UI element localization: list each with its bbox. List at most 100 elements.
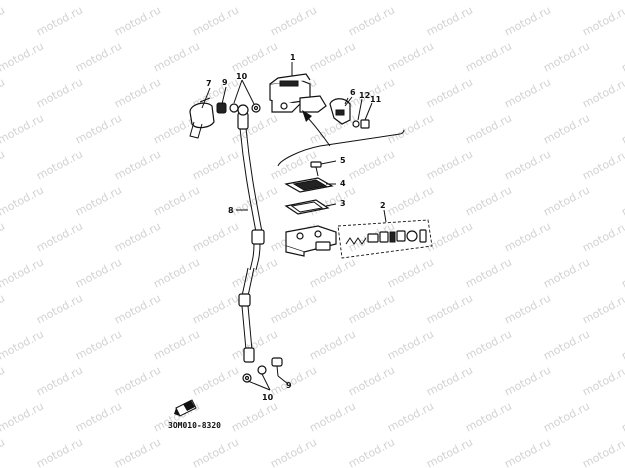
watermark-text: motod.ru [580,75,625,110]
watermark-text: motod.ru [424,219,475,254]
watermark-text: motod.ru [229,327,280,362]
watermark-text: motod.ru [0,399,46,434]
watermark-text: motod.ru [112,219,163,254]
watermark-text: motod.ru [424,147,475,182]
watermark-text: motod.ru [229,399,280,434]
watermark-text: motod.ru [112,435,163,468]
watermark-text: motod.ru [580,219,625,254]
watermark-text: motod.ru [346,435,397,468]
label-part-3: 3 [340,199,346,208]
watermark-text: motod.ru [34,147,85,182]
watermark-text: motod.ru [424,435,475,468]
watermark-text: motod.ru [580,291,625,326]
watermark-text: motod.ru [73,0,124,3]
watermark-text: motod.ru [268,435,319,468]
watermark-text: motod.ru [307,0,358,3]
watermark-text: motod.ru [385,399,436,434]
watermark-text: motod.ru [463,111,514,146]
fr-arrow-icon [174,399,197,417]
watermark-text: motod.ru [346,363,397,398]
part-5-screw [310,161,322,177]
watermark-text: motod.ru [0,111,46,146]
watermark-text: motod.ru [112,75,163,110]
watermark-text: motod.ru [346,147,397,182]
label-part-9-top: 9 [222,78,228,87]
watermark-text: motod.ru [307,255,358,290]
watermark-text: motod.ru [112,3,163,38]
watermark-text: motod.ru [190,363,241,398]
watermark-text: motod.ru [190,219,241,254]
watermark-text: motod.ru [424,3,475,38]
label-part-1: 1 [290,53,296,62]
watermark-text: motod.ru [73,183,124,218]
watermark-text: motod.ru [0,0,46,3]
part-labels: 1 7 9 10 6 12 11 5 4 3 2 8 9 10 [206,53,386,402]
watermark-text: motod.ru [580,147,625,182]
watermark-text: motod.ru [0,3,7,38]
label-part-8: 8 [228,206,234,215]
label-part-9-bottom: 9 [286,381,292,390]
watermark-text: motod.ru [541,183,592,218]
watermark-text: motod.ru [580,3,625,38]
watermark-text: motod.ru [151,327,202,362]
watermark-text: motod.ru [385,39,436,74]
watermark-text: motod.ru [151,255,202,290]
watermark-text: motod.ru [268,291,319,326]
watermark-text: motod.ru [0,219,7,254]
watermark-text: motod.ru [229,111,280,146]
part-7-fitting [189,97,215,139]
watermark-text: motod.ru [34,363,85,398]
part-2-kit-box [337,209,433,259]
label-part-5: 5 [340,156,346,165]
watermark-text: motod.ru [34,291,85,326]
watermark-text: motod.ru [619,327,625,362]
label-part-11: 11 [370,95,382,104]
watermark-text: motod.ru [190,147,241,182]
watermark-text: motod.ru [541,111,592,146]
watermark-text: motod.ru [541,327,592,362]
watermark-text: motod.ru [580,435,625,468]
part-1-master-cylinder [269,73,327,113]
watermark-text: motod.ru [307,327,358,362]
leader-lines [201,62,373,391]
watermark-text: motod.ru [0,435,7,468]
watermark-text: motod.ru [463,399,514,434]
top-banjo-fittings [216,102,261,114]
watermark-text: motod.ru [151,0,202,3]
watermark-text: motod.ru [619,0,625,3]
watermark-text: motod.ru [73,39,124,74]
watermark-text: motod.ru [385,111,436,146]
watermark-text: motod.ru [541,0,592,3]
label-part-7: 7 [206,79,212,88]
watermark-text: motod.ru [541,39,592,74]
watermark-text: motod.ru [0,147,7,182]
watermark-text: motod.ru [346,3,397,38]
watermark-text: motod.ru [619,399,625,434]
watermark-text: motod.ru [112,147,163,182]
label-part-10-top: 10 [236,72,248,81]
watermark-text: motod.ru [463,255,514,290]
watermark-text: motod.ru [385,0,436,3]
watermark-text: motod.ru [502,291,553,326]
watermark-text: motod.ru [0,255,46,290]
watermark-text: motod.ru [424,291,475,326]
watermark-text: motod.ru [112,363,163,398]
watermark-text: motod.ru [0,291,7,326]
watermark-text: motod.ru [73,255,124,290]
watermark-text: motod.ru [619,183,625,218]
part-3-diaphragm [284,199,330,215]
watermark-text: motod.ru [385,255,436,290]
watermark-text: motod.ru [541,255,592,290]
brake-hose [237,104,265,363]
label-part-12: 12 [359,91,370,100]
label-part-2: 2 [380,201,386,210]
watermark-text: motod.ru [0,327,46,362]
watermark-text: motod.ru [151,183,202,218]
watermark-text: motod.ru [502,363,553,398]
watermark-text: motod.ru [73,111,124,146]
watermark-text: motod.ru [151,39,202,74]
watermark-text: motod.ru [112,291,163,326]
watermark-text: motod.ru [502,435,553,468]
watermark-text: motod.ru [541,399,592,434]
